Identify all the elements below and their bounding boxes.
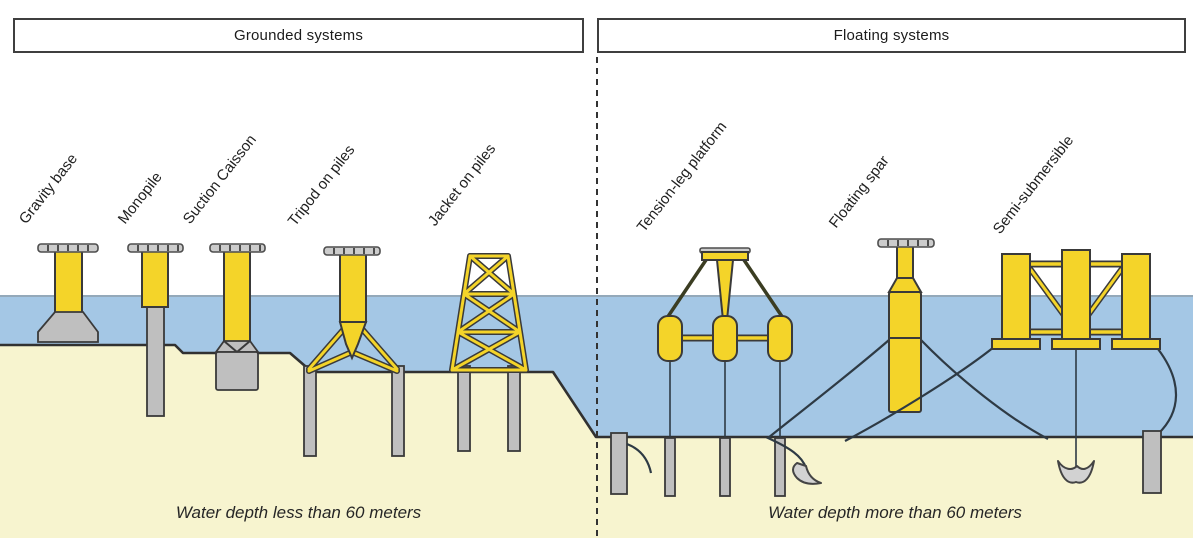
gravity-base-structure [37,243,99,343]
seabed-sand [0,345,1193,538]
floating-systems-header: Floating systems [597,18,1186,53]
jacket-on-piles-structure [449,253,529,452]
tension-leg-platform-structure [610,247,793,497]
suction-caisson-structure [209,243,266,391]
seabed-profile-line [0,343,1193,439]
anchor-icon [1057,460,1095,484]
anchor-icon [792,462,822,485]
grounded-systems-header-label: Grounded systems [233,27,364,44]
semi-submersible-structure [844,249,1178,494]
floating-spar-structure [765,238,1049,485]
tripod-on-piles-structure [303,246,405,457]
floating-depth-caption: Water depth more than 60 meters [768,503,1022,522]
floating-systems-header-label: Floating systems [833,27,950,44]
grounded-depth-caption: Water depth less than 60 meters [175,503,422,522]
monopile-structure [127,243,184,417]
grounded-systems-header: Grounded systems [13,18,584,53]
